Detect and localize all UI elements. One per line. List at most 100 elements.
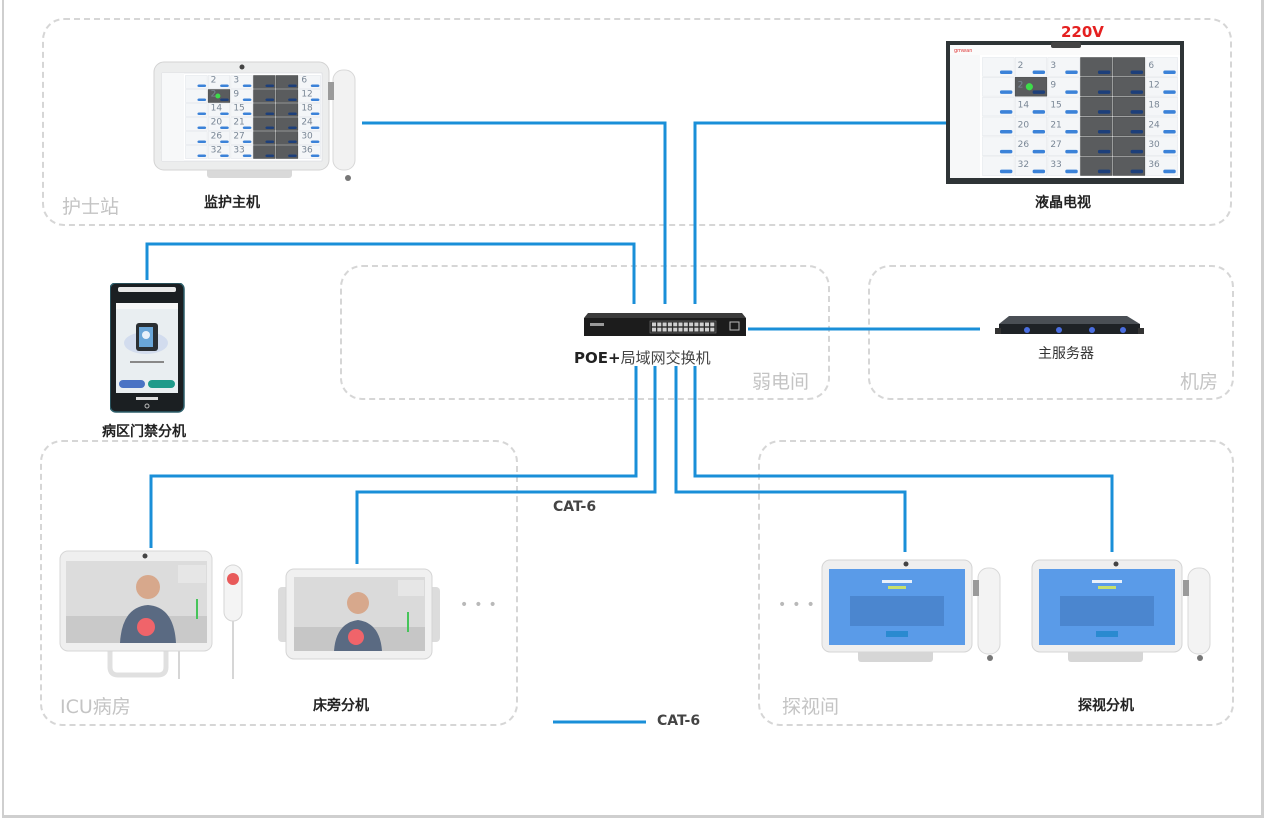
screen-cell-badge — [1130, 169, 1144, 174]
screen-cell-badge — [310, 126, 320, 130]
bedside-unit-device-1[interactable] — [58, 549, 248, 684]
visit-unit-device-2[interactable] — [1030, 558, 1220, 662]
poe-switch-prefix: POE+ — [574, 349, 621, 367]
cable-visit-1 — [674, 366, 907, 552]
screen-cell-badge — [999, 110, 1013, 114]
poe-switch-device[interactable] — [584, 310, 746, 337]
screen-cell-number: 2 — [211, 76, 217, 86]
switch-port — [657, 327, 662, 332]
screen-cell-number: 33 — [233, 146, 244, 156]
screen-cell-badge — [1097, 70, 1111, 75]
screen-cell-number: 24 — [301, 118, 313, 128]
screen-cell-badge — [265, 154, 275, 158]
screen-cell-number: 15 — [1050, 101, 1061, 111]
screen-cell-number: 3 — [1050, 61, 1056, 71]
screen-cell-badge — [1032, 110, 1046, 114]
main-server-device[interactable] — [995, 314, 1145, 338]
switch-port — [678, 322, 683, 327]
cable-visit-2 — [693, 366, 1114, 552]
screen-cell-badge — [310, 84, 320, 88]
switch-port — [662, 327, 667, 332]
screen-cell-number: 15 — [233, 104, 244, 114]
poe-switch-name: 局域网交换机 — [620, 349, 711, 367]
zone-visit-room — [758, 440, 1234, 726]
screen-cell-badge — [197, 140, 207, 144]
screen-cell-number: 6 — [1148, 61, 1154, 71]
switch-port — [694, 327, 699, 332]
cable-access-unit — [145, 242, 636, 304]
switch-port — [673, 327, 678, 332]
screen-cell-number: 20 — [1018, 120, 1030, 130]
screen-cell-badge — [310, 154, 320, 158]
screen-cell-badge — [1163, 149, 1176, 154]
power-220v-label: 220V — [1061, 23, 1104, 41]
screen-cell-badge — [288, 98, 297, 102]
screen-cell-badge — [265, 140, 275, 144]
screen-cell-number: 21 — [233, 118, 244, 128]
screen-cell-badge — [265, 112, 275, 116]
switch-port — [699, 322, 704, 327]
switch-port — [678, 327, 683, 332]
screen-cell-badge — [242, 84, 252, 88]
switch-port — [710, 327, 715, 332]
screen-cell-badge — [1163, 169, 1176, 174]
screen-cell-badge — [220, 112, 229, 116]
visit-unit-device-1[interactable] — [820, 558, 1010, 662]
screen-cell-badge — [1130, 90, 1144, 94]
zone-label-machine-room: 机房 — [1180, 371, 1219, 393]
screen-cell-badge — [1130, 70, 1144, 75]
screen-cell-badge — [999, 70, 1013, 75]
switch-port — [705, 327, 709, 332]
switch-port — [657, 322, 662, 327]
screen-cell-badge — [288, 112, 297, 116]
ellipsis-icu: ••• — [460, 597, 503, 613]
switch-port — [652, 322, 656, 327]
screen-cell-badge — [288, 140, 297, 144]
screen-cell-badge — [265, 126, 275, 130]
screen-cell-number: 18 — [1148, 101, 1160, 111]
screen-cell-number: 30 — [1148, 140, 1160, 150]
screen-cell-number: 2 — [1018, 61, 1024, 71]
screen-cell-badge — [1097, 169, 1111, 174]
screen-cell-badge — [1065, 169, 1078, 174]
screen-cell-number: 6 — [301, 76, 307, 86]
cable-lcd-tv — [693, 121, 946, 304]
switch-port — [699, 327, 704, 332]
ward-access-unit-device[interactable] — [109, 282, 185, 413]
zone-nurse-station — [42, 18, 1232, 226]
zone-weak-current-room — [340, 265, 830, 400]
screen-cell-badge — [220, 98, 229, 102]
poe-switch-icon — [584, 313, 746, 336]
screen-cell-badge — [220, 84, 229, 88]
screen-cell-badge — [999, 90, 1013, 94]
zone-icu-ward — [40, 440, 518, 726]
ellipsis-visit: ••• — [778, 597, 821, 613]
switch-port — [683, 327, 688, 332]
screen-cell-number: 30 — [301, 132, 313, 142]
screen-cell-number: 20 — [211, 118, 223, 128]
screen-cell-badge — [242, 126, 252, 130]
screen-cell-badge — [265, 84, 275, 88]
screen-cell-number: 21 — [1050, 120, 1061, 130]
screen-cell-number: 9 — [233, 90, 239, 100]
screen-cell-number: 2 — [1018, 81, 1024, 91]
ward-access-unit-label: 病区门禁分机 — [102, 424, 186, 440]
switch-port — [683, 322, 688, 327]
screen-cell-badge — [197, 112, 207, 116]
screen-cell-badge — [1032, 129, 1046, 134]
bedside-unit-device-2[interactable] — [278, 567, 440, 662]
screen-cell-badge — [1163, 90, 1176, 94]
svg-text:gmwan: gmwan — [954, 48, 972, 54]
legend-label: CAT-6 — [657, 713, 701, 729]
screen-cell-badge — [1097, 129, 1111, 134]
screen-cell-badge — [999, 129, 1013, 134]
screen-cell-badge — [288, 154, 297, 158]
screen-cell-badge — [242, 140, 252, 144]
zone-machine-room — [868, 265, 1234, 400]
bedside-unit-icon — [278, 568, 440, 660]
